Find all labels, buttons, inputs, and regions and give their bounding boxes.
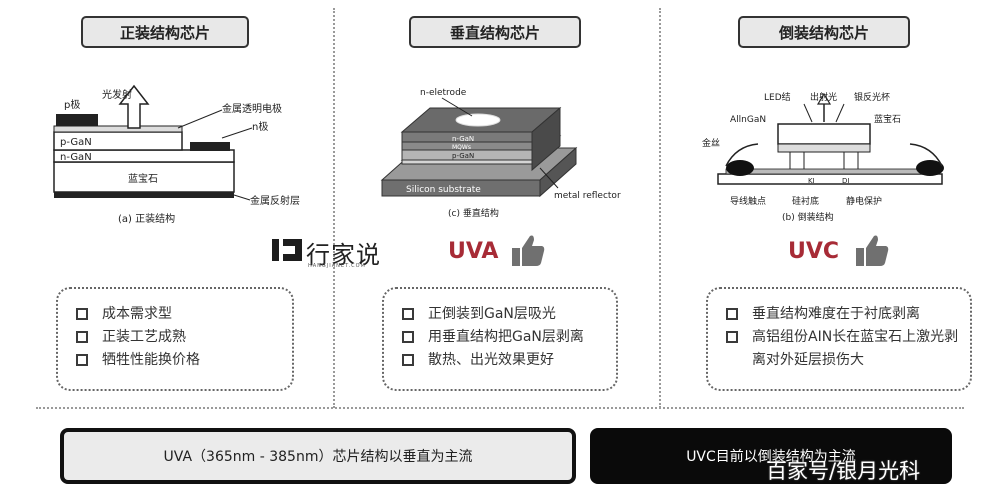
uvc-conclusion: UVC目前以倒装结构为主流 [590, 428, 952, 484]
checkbox-icon [726, 331, 738, 343]
checkbox-icon [76, 331, 88, 343]
checkbox-icon [402, 354, 414, 366]
label-si: 硅衬底 [792, 195, 819, 207]
diode-glyph: DI [842, 177, 849, 185]
label-sapphire: 蓝宝石 [874, 113, 901, 125]
title-vertical-chip: 垂直结构芯片 [409, 16, 581, 48]
silicon-substrate [717, 173, 943, 185]
list-item: 牺牲性能换价格 [74, 349, 282, 372]
vertical-points-box: 正倒装到GaN层吸光 用垂直结构把GaN层剥离 散热、出光效果更好 [382, 287, 618, 391]
list-item: 成本需求型 [74, 303, 282, 326]
flip-chip-points-box: 垂直结构难度在于衬底剥离 高铝组份AIN长在蓝宝石上激光剥离对外延层损伤大 [706, 287, 972, 391]
label-light: 出射光 [810, 91, 837, 103]
list-item: 散热、出光效果更好 [400, 349, 606, 372]
gold-wire-left [726, 160, 754, 176]
label-reflector: 金属反射层 [250, 194, 300, 207]
checkbox-icon [402, 308, 414, 320]
thumbs-up-icon [856, 235, 889, 266]
label-p-electrode: p极 [64, 98, 80, 111]
label-contact: 导线触点 [730, 195, 766, 207]
logo-subtext: HANGJIANET.COM [308, 263, 366, 269]
logo-mark-icon [272, 239, 302, 261]
uva-label: UVA [448, 239, 499, 264]
sapphire-layer [53, 161, 235, 193]
column-divider-left [333, 8, 335, 408]
label-silicon-substrate: Silicon substrate [406, 185, 481, 195]
label-metal-reflector: metal reflector [554, 191, 621, 201]
title-flip-chip: 倒装结构芯片 [738, 16, 910, 48]
label-mqws: MQWs [452, 144, 471, 151]
vertical-structure-diagram: n-eletrode n-GaN MQWs p-GaN Silicon subs… [380, 88, 621, 219]
label-transparent-electrode: 金属透明电极 [222, 102, 282, 115]
label-sapphire: 蓝宝石 [128, 172, 158, 185]
list-item: 垂直结构难度在于衬底剥离 [724, 303, 960, 326]
uvc-label: UVC [788, 239, 840, 264]
list-item: 用垂直结构把GaN层剥离 [400, 326, 606, 349]
checkbox-icon [726, 308, 738, 320]
checkbox-icon [402, 331, 414, 343]
section-divider [36, 407, 964, 409]
list-item: 正倒装到GaN层吸光 [400, 303, 606, 326]
label-esd: 静电保护 [846, 195, 882, 207]
label-n-gan: n-GaN [452, 135, 474, 143]
p-electrode-pad [56, 114, 98, 126]
label-n-gan: n-GaN [60, 152, 92, 163]
label-cup: 银反光杯 [854, 91, 890, 103]
thumbs-up-icon [512, 235, 545, 266]
face-up-structure-diagram: 光发射 p极 金属透明电极 n极 p-GaN n-GaN 蓝宝石 金属反射层 (… [53, 84, 300, 225]
list-item: 正装工艺成熟 [74, 326, 282, 349]
caption-face-up: (a) 正装结构 [118, 212, 175, 225]
label-algan: AllnGaN [730, 115, 766, 125]
label-light: 光发射 [102, 88, 132, 101]
checkbox-icon [76, 308, 88, 320]
n-electrode-pad [190, 142, 230, 151]
caption-flip-chip: (b) 倒装结构 [782, 211, 834, 223]
caption-vertical: (c) 垂直结构 [448, 207, 499, 219]
n-electrode-pad [455, 113, 501, 127]
label-n-electrode: n极 [252, 120, 268, 133]
label-p-gan: p-GaN [60, 137, 92, 148]
column-divider-right [659, 8, 661, 408]
label-n-electrode: n-eletrode [420, 88, 467, 98]
watermark: 百家号/银月光科 [766, 459, 921, 483]
diode-glyph: KI [808, 177, 815, 185]
list-item: 高铝组份AIN长在蓝宝石上激光剥离对外延层损伤大 [724, 326, 960, 372]
light-arrow-icon [118, 84, 150, 129]
checkbox-icon [76, 354, 88, 366]
reflector-layer [54, 192, 234, 198]
label-led: LED结 [764, 91, 791, 103]
uva-conclusion: UVA（365nm - 385nm）芯片结构以垂直为主流 [60, 428, 576, 484]
hangjia-logo: 行家说 HANGJIANET.COM [270, 234, 388, 274]
title-face-up-chip: 正装结构芯片 [81, 16, 249, 48]
gold-wire-right [916, 160, 944, 176]
logo-text: 行家说 [306, 241, 381, 269]
label-p-gan: p-GaN [452, 152, 474, 160]
transparent-electrode [53, 125, 183, 133]
label-wire: 金丝 [702, 137, 720, 149]
face-up-points-box: 成本需求型 正装工艺成熟 牺牲性能换价格 [56, 287, 294, 391]
algan-layer [777, 143, 871, 153]
flip-chip-structure-diagram: KI DI LED结 出射光 银反光杯 AllnGaN 蓝宝石 金丝 导线触点 … [702, 91, 944, 223]
sapphire-layer [777, 123, 871, 145]
